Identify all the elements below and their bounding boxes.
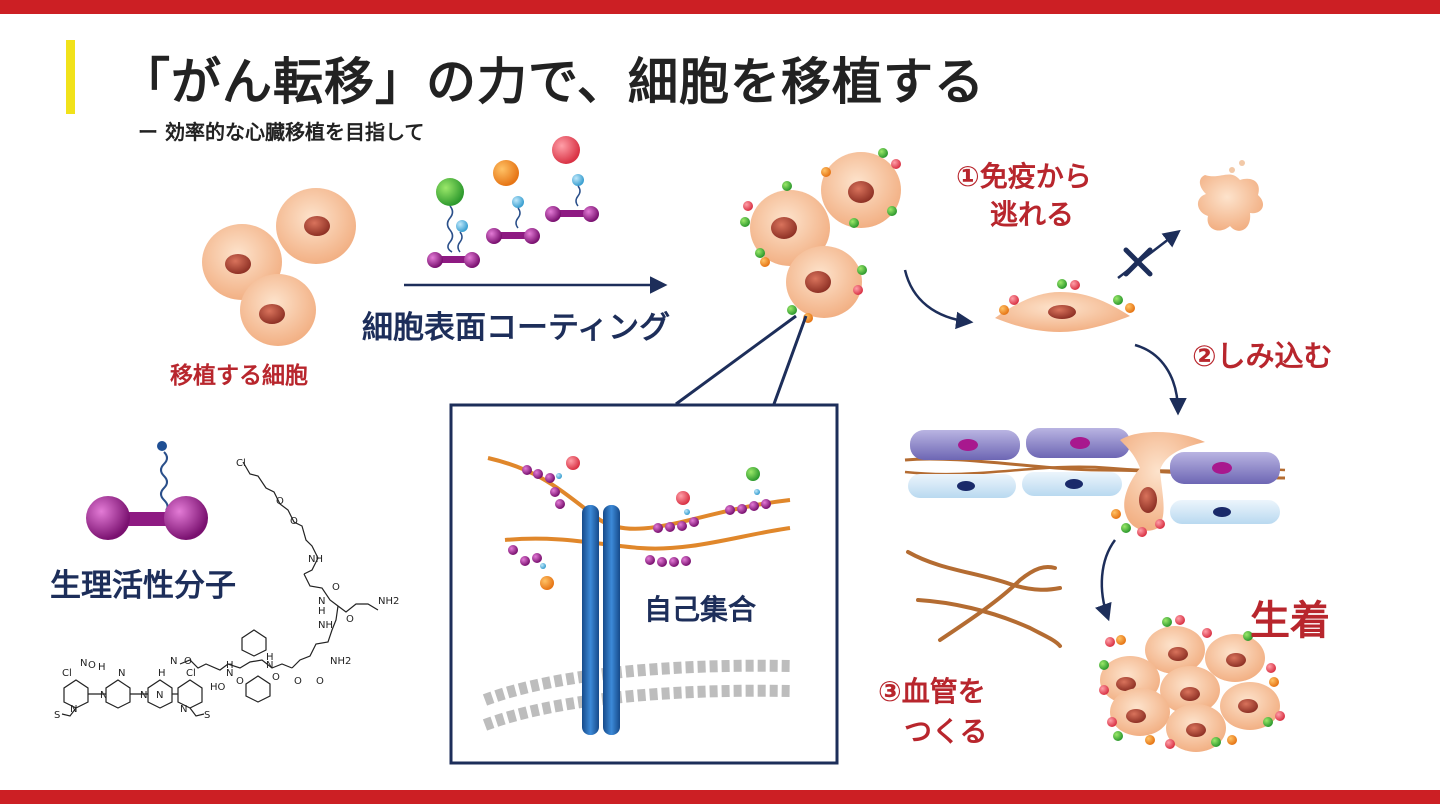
atom-label: O: [346, 614, 354, 625]
new-vessel-fibers: [906, 550, 1062, 648]
atom-label: O: [184, 656, 192, 667]
atom-label: N: [80, 658, 87, 669]
surface-molecules: [740, 148, 901, 323]
atom-label: O: [272, 672, 280, 683]
cell-nucleus: [805, 271, 831, 293]
lipid-linker-molecule: [486, 160, 540, 244]
atom-label: O: [290, 516, 298, 527]
cell-nucleus: [771, 217, 797, 239]
top-red-bar: [0, 0, 1440, 14]
atom-label: N: [156, 690, 163, 701]
atom-label: N: [140, 690, 147, 701]
engrafted-cells: [1099, 615, 1285, 752]
atom-label: N: [266, 660, 273, 671]
atom-label: H: [318, 606, 326, 617]
atom-label: N: [318, 596, 325, 607]
zoom-box: [449, 403, 839, 765]
immune-cell: [1197, 160, 1264, 231]
coating-molecules: [427, 136, 599, 268]
atom-label: NH2: [378, 596, 399, 607]
zoom-line: [675, 314, 797, 406]
atom-label: O: [236, 676, 244, 687]
title-accent-bar: [66, 40, 75, 114]
self-assembly-label: 自己集合: [644, 593, 757, 626]
vessel-wall: [904, 428, 1286, 537]
atom-label: NH: [308, 554, 323, 565]
atom-label: N: [180, 704, 187, 715]
atom-label: H: [158, 668, 166, 679]
atom-label: O: [332, 582, 340, 593]
cell-nucleus: [304, 216, 330, 236]
atom-label: N: [100, 690, 107, 701]
lipid-linker-molecule: [427, 178, 480, 268]
membrane-detail: [482, 456, 791, 735]
receptor: [603, 505, 620, 735]
flow-arrow: [903, 269, 974, 330]
atom-label: Cl: [186, 668, 196, 679]
atom-label: O: [88, 660, 96, 671]
block-x-mark: [1123, 247, 1153, 277]
step1-label-line1: ①免疫から: [956, 160, 1092, 193]
atom-label: O: [294, 676, 302, 687]
chemical-atom-labels: Cl O O NH O N H NH2 O NH NH2 O Cl N H O …: [54, 458, 399, 721]
atom-label: Cl: [62, 668, 72, 679]
chemical-structure: [61, 461, 379, 717]
surface-coating-label: 細胞表面コーティング: [362, 310, 671, 346]
zoom-line: [772, 315, 808, 405]
cell-nucleus: [259, 304, 285, 324]
lipid-linker-molecule: [545, 136, 599, 222]
bioactive-molecule-icon: [86, 441, 208, 540]
cell-nucleus: [225, 254, 251, 274]
page-title: 「がん転移」の力で、細胞を移植する: [120, 53, 985, 111]
atom-label: N: [70, 704, 77, 715]
flow-arrow: [1134, 343, 1187, 416]
atom-label: O: [316, 676, 324, 687]
atom-label: Cl: [236, 458, 246, 469]
receptor: [582, 505, 599, 735]
step2-label: ②しみ込む: [1192, 339, 1333, 373]
step3-label-line1: ③血管を: [878, 675, 986, 708]
page-subtitle: ー 効率的な心臓移植を目指して: [138, 120, 425, 144]
atom-label: NH2: [330, 656, 351, 667]
coated-cell-cluster: [740, 148, 901, 323]
transplant-cells-label: 移植する細胞: [170, 363, 308, 389]
atom-label: N: [226, 668, 233, 679]
spread-cell: [995, 279, 1135, 332]
atom-label: HO: [210, 682, 226, 693]
atom-label: N: [118, 668, 125, 679]
atom-label: H: [226, 660, 234, 671]
transplant-cells: [202, 188, 356, 346]
flow-arrow: [1095, 539, 1117, 622]
step3-label-line2: つくる: [904, 715, 988, 748]
atom-label: H: [98, 662, 106, 673]
atom-label: O: [276, 496, 284, 507]
bottom-red-bar: [0, 790, 1440, 804]
atom-label: N: [170, 656, 177, 667]
bioactive-molecule-label: 生理活性分子: [50, 568, 236, 604]
engraftment-label: 生着: [1250, 598, 1330, 644]
atom-label: NH: [318, 620, 333, 631]
cell-nucleus: [848, 181, 874, 203]
surface-molecules: [1099, 615, 1285, 749]
atom-label: S: [204, 710, 210, 721]
atom-label: H: [266, 652, 274, 663]
atom-label: S: [54, 710, 60, 721]
step1-label-line2: 逃れる: [990, 198, 1075, 231]
